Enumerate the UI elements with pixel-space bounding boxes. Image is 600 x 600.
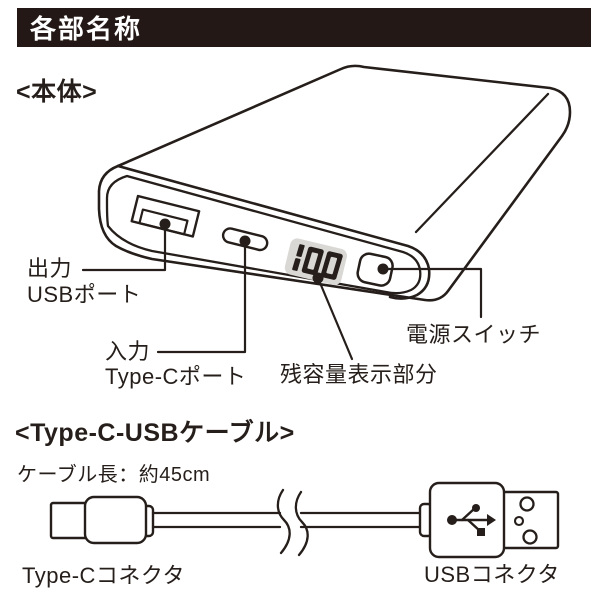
type-c-connector	[49, 495, 155, 545]
cable-break-right	[294, 490, 309, 557]
power-bank-illustration	[97, 64, 572, 302]
power-switch	[356, 252, 394, 287]
label-usb-out-line1: 出力	[27, 256, 73, 281]
cable-break-left	[276, 488, 291, 555]
cable-section-heading: <Type-C-USBケーブル>	[15, 419, 295, 447]
usb-a-port	[130, 194, 201, 238]
leader-dot-power-switch	[377, 263, 389, 275]
label-power-switch: 電源スイッチ	[406, 322, 542, 347]
power-bank-outline	[97, 64, 572, 302]
leader-dot-usb-out	[159, 218, 171, 230]
label-usb-out: 出力 USBポート	[27, 256, 141, 308]
body-section-heading: <本体>	[16, 78, 98, 106]
page-title: 各部名称	[30, 14, 143, 44]
leader-usb-out	[81, 222, 167, 272]
leader-dot-type-c-in	[239, 235, 251, 247]
battery-display	[284, 238, 347, 286]
usb-a-port-tongue	[138, 208, 189, 236]
label-type-c-in-line2: Type-Cポート	[105, 364, 247, 389]
section-title-bar: 各部名称	[17, 8, 591, 47]
label-type-c-connector: Type-Cコネクタ	[22, 563, 186, 588]
label-usb-out-line2: USBポート	[27, 282, 142, 307]
label-type-c-in-line1: 入力	[105, 339, 151, 364]
usb-a-tip-hole-top	[519, 496, 535, 512]
type-c-connector-tip	[49, 501, 89, 540]
type-c-connector-body	[83, 495, 148, 545]
usb-a-tip-hole-bottom	[522, 529, 538, 545]
label-type-c-in: 入力 Type-Cポート	[105, 339, 246, 389]
label-battery-display: 残容量表示部分	[280, 362, 438, 387]
label-usb-connector: USBコネクタ	[424, 562, 560, 587]
cable-length-note: ケーブル長：約45cm	[17, 464, 211, 486]
cable-illustration	[49, 481, 560, 559]
usb-trident-icon	[447, 504, 496, 536]
usb-a-connector-tip	[501, 490, 560, 550]
usb-a-connector	[418, 481, 560, 559]
side-crease-line	[414, 92, 550, 234]
leader-battery-display	[316, 276, 354, 361]
leader-power-switch	[381, 267, 483, 319]
leader-dot-battery-display	[312, 272, 324, 284]
usb-a-tip-hole-small	[513, 515, 525, 527]
cable-lines	[151, 488, 423, 557]
battery-display-digits	[292, 244, 343, 280]
leader-type-c-in	[156, 239, 247, 354]
front-panel-outer-edge	[116, 164, 431, 300]
leader-lines	[81, 218, 483, 361]
